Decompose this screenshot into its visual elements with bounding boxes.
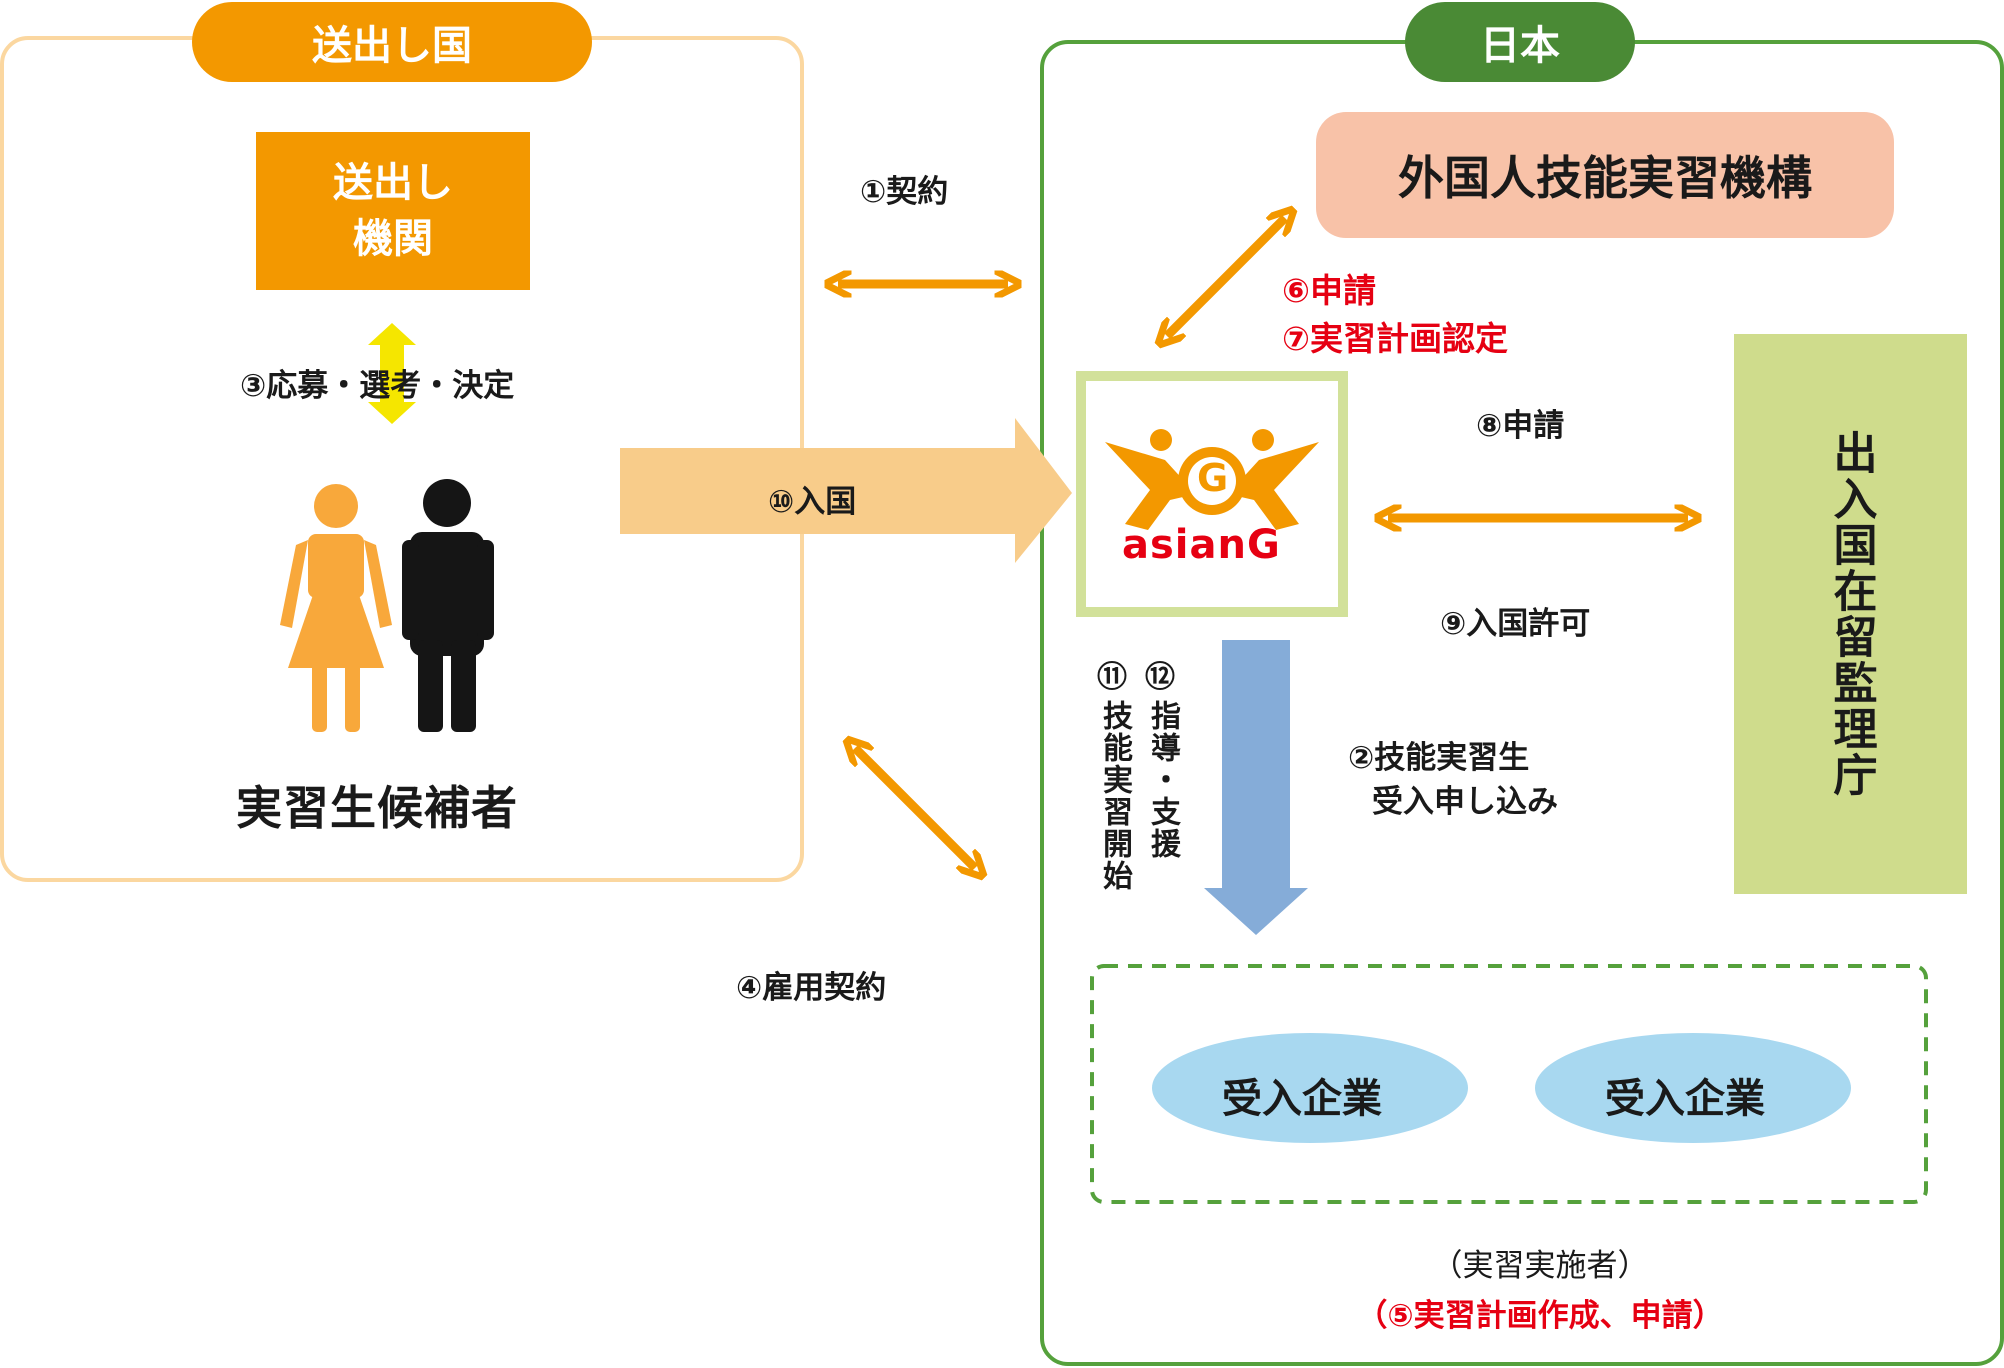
step-9-label: ⑨入国許可: [1440, 606, 1591, 642]
candidates-label: 実習生候補者: [236, 781, 518, 835]
immigration-box: 出入国在留監理庁: [1734, 334, 1967, 894]
male-candidate-icon: [402, 479, 494, 732]
step-7-label: ⑦実習計画認定: [1282, 319, 1508, 358]
step-11-label: ⑪ 技能実習開始: [1092, 652, 1132, 892]
step-11-text: 技能実習開始: [1097, 700, 1132, 892]
asiang-logo-icon: [1105, 429, 1319, 530]
otit-arrow: [1167, 218, 1285, 336]
sending-organization-line2: 機関: [353, 216, 433, 262]
employer-group-frame: [1090, 964, 1928, 1204]
employer-2-label: 受入企業: [1605, 1076, 1765, 1122]
immigration-label: 出入国在留監理庁: [1825, 430, 1877, 798]
training-arrow: [1204, 640, 1308, 935]
step-10-label: ⑩入国: [768, 484, 857, 520]
implementer-step-label: （⑤実習計画作成、申請）: [1356, 1298, 1724, 1334]
employer-ellipse-1: [1152, 1033, 1468, 1143]
step-12-text: 指導・支援: [1145, 700, 1180, 860]
employer-ellipse-2: [1535, 1033, 1851, 1143]
step-8-label: ⑧申請: [1476, 408, 1565, 444]
employer-1-label: 受入企業: [1222, 1076, 1382, 1122]
logo-text: asianG: [1122, 522, 1281, 568]
step-12-label: ⑫ 指導・支援: [1140, 652, 1180, 860]
otit-label: 外国人技能実習機構: [1398, 151, 1812, 205]
step-2-label-line1: ②技能実習生: [1348, 740, 1530, 776]
sending-country-label: 送出し国: [192, 2, 592, 82]
entry-arrow: [620, 418, 1072, 563]
logo-g: G: [1197, 456, 1229, 500]
step-2-label-line2: 受入申し込み: [1372, 784, 1558, 820]
otit-box: 外国人技能実習機構: [1316, 112, 1894, 238]
sending-organization-line1: 送出し: [333, 160, 453, 206]
employment-arrow: [855, 748, 975, 868]
step-6-label: ⑥申請: [1282, 271, 1376, 310]
step-4-label: ④雇用契約: [736, 970, 887, 1006]
step-3-label: ③応募・選考・決定: [240, 368, 515, 404]
selection-arrow: [368, 323, 416, 424]
step-12-number: ⑫: [1145, 660, 1175, 695]
female-candidate-icon: [280, 484, 392, 732]
step-1-label: ①契約: [860, 174, 949, 210]
implementer-label: （実習実施者）: [1431, 1248, 1649, 1284]
sending-organization-box: 送出し 機関: [256, 132, 530, 290]
japan-label: 日本: [1405, 2, 1635, 82]
step-11-number: ⑪: [1097, 660, 1127, 695]
